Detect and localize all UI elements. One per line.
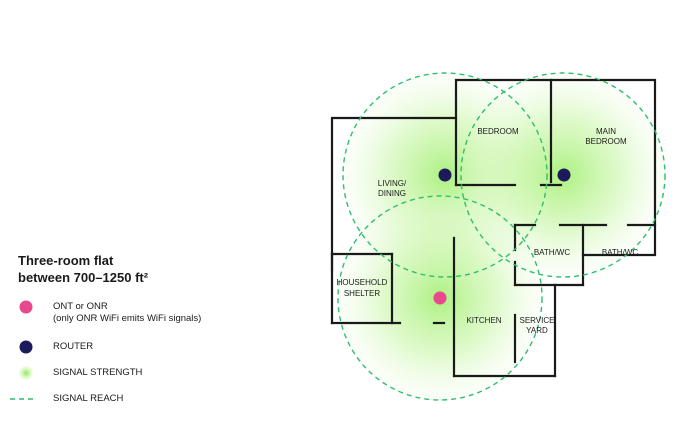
signal-reach-rings — [337, 72, 666, 401]
legend-item-signal-reach-label: SIGNAL REACH — [53, 393, 124, 404]
legend-item-router: ROUTER — [18, 338, 298, 364]
room-label-bath-1: BATH/WC — [534, 248, 571, 257]
router-dot-icon — [19, 340, 33, 354]
legend-title: Three-room flat between 700–1250 ft² — [18, 252, 298, 286]
signal-strength-icon — [19, 366, 33, 380]
legend-item-ont-label: ONT or ONR — [53, 301, 108, 312]
room-label-shelter-2: SHELTER — [344, 289, 381, 298]
room-label-main-bedroom-1: MAIN — [596, 127, 616, 136]
legend-item-signal-strength: SIGNAL STRENGTH — [18, 364, 298, 390]
legend-item-signal-strength-label: SIGNAL STRENGTH — [53, 367, 143, 378]
signal-reach-ont — [337, 195, 543, 401]
ont-device — [433, 291, 447, 305]
legend-item-signal-reach: SIGNAL REACH — [10, 390, 298, 416]
room-label-bedroom: BEDROOM — [477, 127, 519, 136]
legend: Three-room flat between 700–1250 ft² ONT… — [10, 252, 298, 416]
room-label-living-2: DINING — [378, 189, 406, 198]
signal-reach-main-bedroom — [460, 72, 666, 278]
router-living — [438, 168, 452, 182]
room-label-shelter-1: HOUSEHOLD — [337, 278, 388, 287]
dashed-line-icon — [10, 398, 34, 400]
room-label-living-1: LIVING/ — [378, 179, 407, 188]
router-main-bedroom — [557, 168, 571, 182]
legend-title-line-2: between 700–1250 ft² — [18, 270, 149, 285]
room-label-service-2: YARD — [526, 326, 548, 335]
ont-dot-icon — [19, 300, 33, 314]
signal-reach-living — [342, 72, 548, 278]
room-label-main-bedroom-2: BEDROOM — [585, 137, 627, 146]
signal-strength-areas — [338, 73, 665, 400]
room-label-kitchen: KITCHEN — [466, 316, 501, 325]
legend-title-line-1: Three-room flat — [18, 253, 114, 268]
room-label-bath-2: BATH/WC — [602, 248, 639, 257]
legend-item-ont: ONT or ONR (only ONR WiFi emits WiFi sig… — [18, 298, 298, 338]
room-labels: BEDROOM MAIN BEDROOM LIVING/ DINING BATH… — [337, 127, 639, 335]
legend-item-router-label: ROUTER — [53, 341, 94, 352]
legend-item-ont-sublabel: (only ONR WiFi emits WiFi signals) — [53, 313, 202, 324]
room-label-service-1: SERVICE — [520, 316, 555, 325]
